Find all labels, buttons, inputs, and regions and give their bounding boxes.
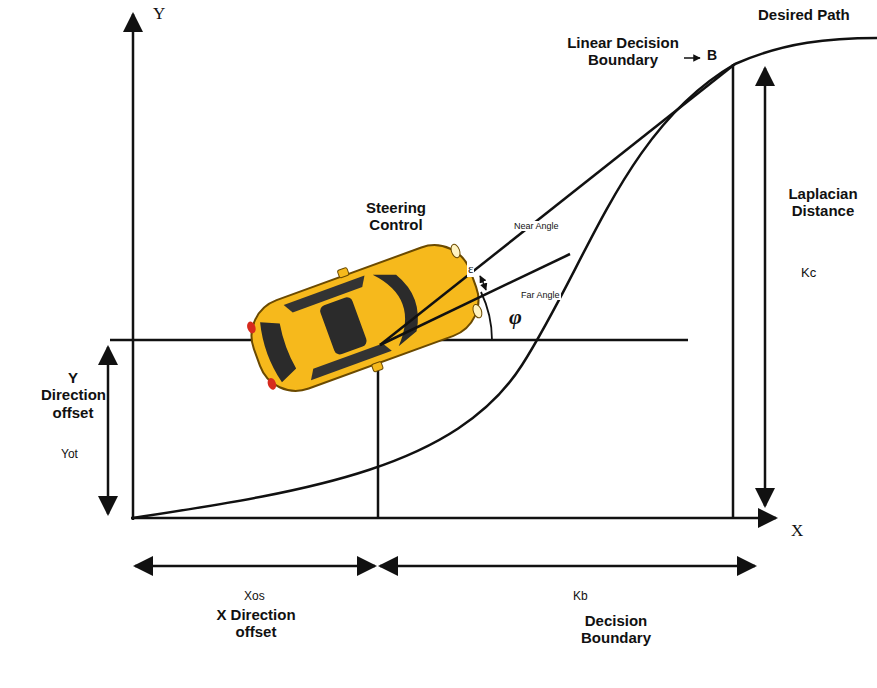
dimension-symbol: Kb (572, 590, 589, 604)
dimension-symbol: Yot (60, 448, 79, 462)
angle-symbol: φ (508, 304, 523, 329)
pointer-arrow (684, 57, 700, 59)
desired-path-curve (133, 38, 877, 518)
point-label: B (706, 47, 718, 63)
angle-symbol: ε (467, 262, 474, 277)
y-offset-dimension (107, 347, 110, 514)
vertical-reference (732, 64, 735, 518)
y-axis (132, 14, 135, 520)
axis-label: Y (152, 4, 166, 24)
laplacian-distance-dimension (764, 68, 767, 506)
x-axis (131, 517, 776, 520)
x-offset-dimension (135, 565, 375, 568)
dimension-label: Laplacian Distance (773, 185, 873, 220)
dimension-symbol: Kc (800, 266, 817, 281)
near-angle-arc (480, 276, 486, 290)
decision-boundary-dimension (380, 565, 755, 568)
dimension-label: Y Direction offset (40, 369, 106, 421)
path-label: Desired Path (757, 6, 851, 23)
dimension-symbol: Xos (243, 590, 266, 604)
near-angle-line (380, 254, 570, 345)
car-illustration (238, 228, 491, 408)
axis-label: X (790, 521, 804, 541)
car-label: Steering Control (345, 199, 447, 234)
far-angle-arc (481, 292, 492, 340)
dimension-label: X Direction offset (200, 606, 312, 641)
dimension-label: Decision Boundary (560, 612, 672, 647)
boundary-label: Linear Decision Boundary (562, 34, 684, 69)
angle-label: Far Angle (520, 290, 561, 300)
angle-label: Near Angle (513, 221, 560, 231)
